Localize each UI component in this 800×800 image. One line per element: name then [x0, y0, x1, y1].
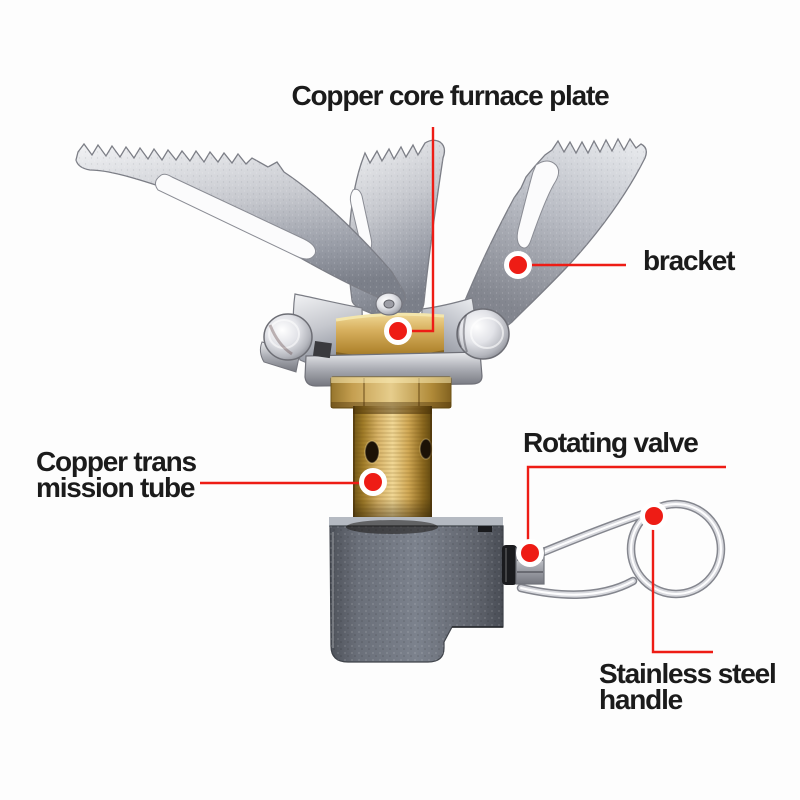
- screw-left: [263, 313, 313, 361]
- marker-dot-trans-tube: [359, 468, 387, 496]
- label-bracket: bracket: [643, 245, 735, 276]
- marker-dot-furnace-plate: [384, 317, 412, 345]
- pot-support-arms: [75, 137, 647, 334]
- burner-head: [259, 292, 510, 387]
- annotation-dots: [359, 251, 668, 567]
- marker-dot-bracket: [504, 251, 532, 279]
- handle-wire: [516, 499, 726, 599]
- transmission-tube: [353, 406, 433, 528]
- label-rotating-valve: Rotating valve: [523, 427, 699, 458]
- valve-body: [329, 517, 504, 663]
- label-transmission-tube: Copper trans mission tube: [36, 446, 197, 503]
- label-furnace-plate: Copper core furnace plate: [291, 80, 610, 111]
- label-stainless-handle-line1: Stainless steel: [599, 658, 777, 689]
- label-stainless-handle-line2: handle: [599, 684, 683, 715]
- annotation-lines: [200, 127, 726, 654]
- clamp-slot: [312, 340, 332, 359]
- marker-dot-rotating-valve: [516, 539, 544, 567]
- label-transmission-tube-line1: Copper trans: [36, 446, 197, 477]
- body-slot: [478, 526, 492, 532]
- label-transmission-tube-line2: mission tube: [36, 472, 195, 503]
- hex-nut: [330, 376, 452, 409]
- label-stainless-handle: Stainless steel handle: [599, 658, 777, 715]
- air-hole-left: [364, 440, 380, 464]
- bracket-arm-right: [461, 137, 647, 334]
- bracket-arm-left: [75, 142, 406, 307]
- annotation-line-rotating-valve: [526, 465, 726, 546]
- marker-dot-handle: [640, 502, 668, 530]
- annotation-line-handle: [651, 517, 713, 654]
- annotation-line-furnace-plate: [409, 127, 435, 333]
